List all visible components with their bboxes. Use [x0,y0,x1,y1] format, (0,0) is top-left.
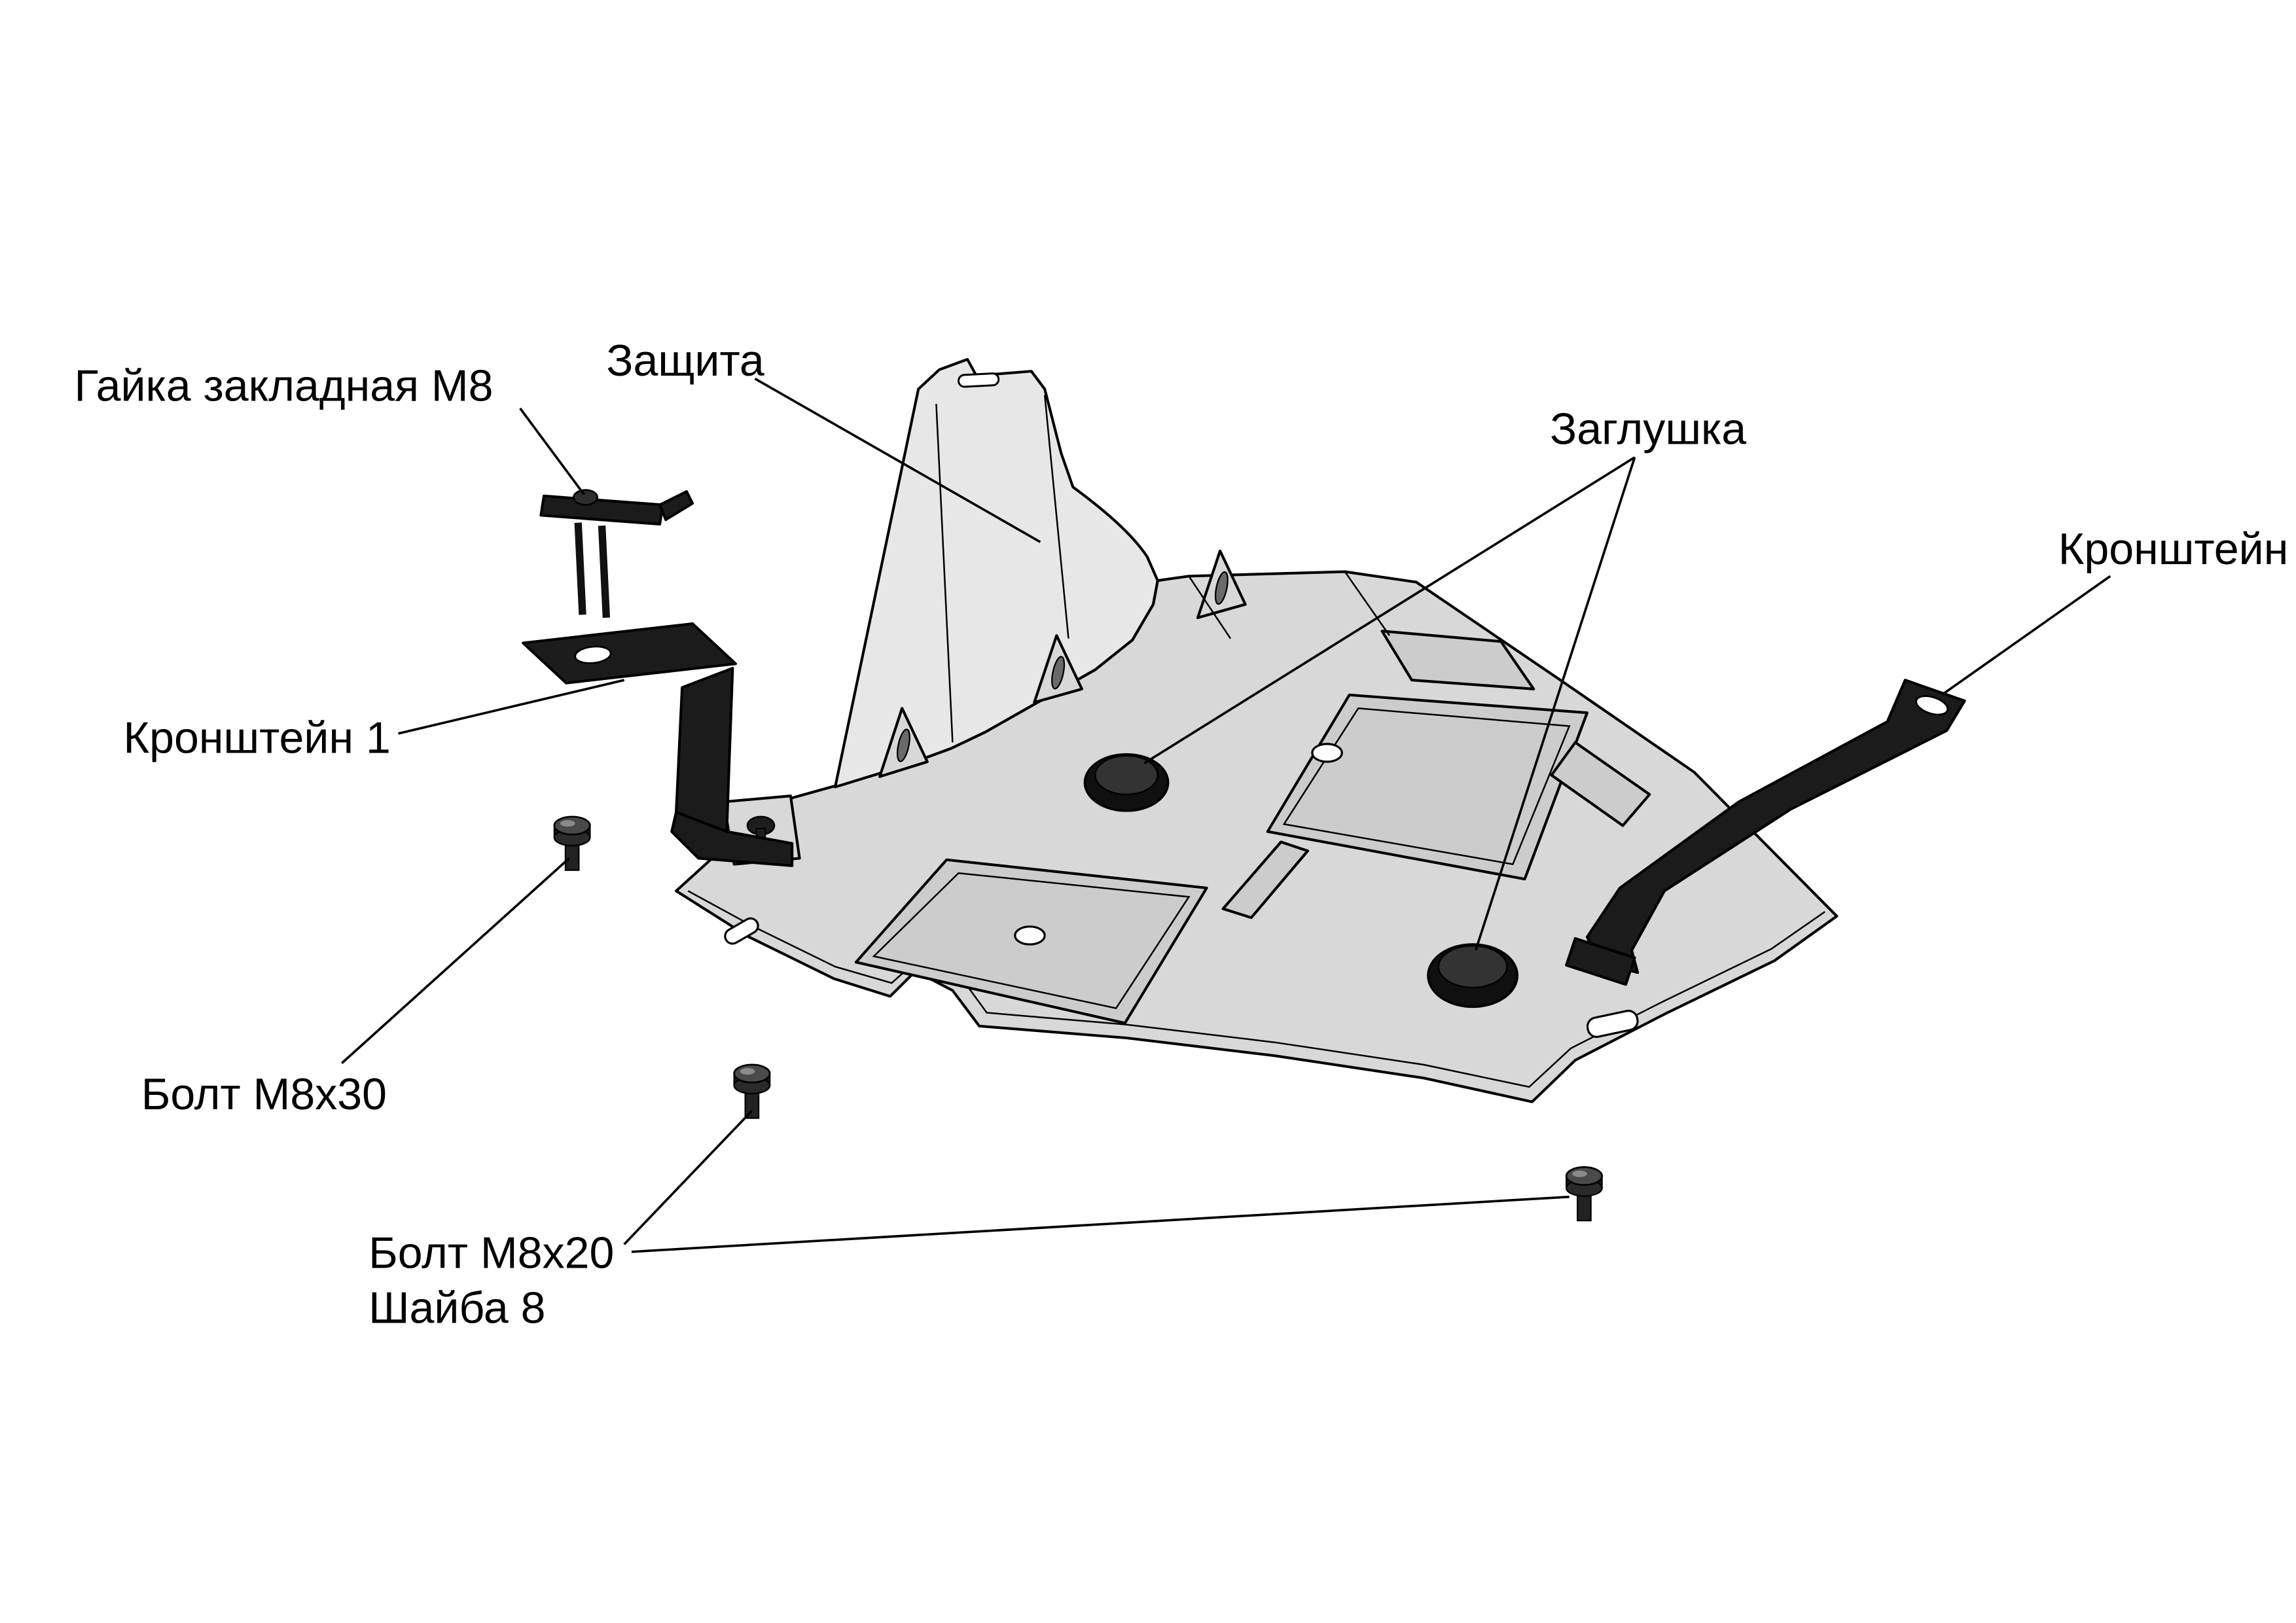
gusset-tabs [878,549,1247,778]
plate-rib-line [1344,571,1390,636]
label-bracket2: Кронштейн 2 [2058,524,2296,574]
leader-bracket2 [1943,575,2111,695]
guard-face-crease-right [1043,395,1069,639]
label-guard: Защита [606,336,764,385]
label-bolt-m8x30: Болт М8х30 [141,1069,387,1119]
plate-holes [724,743,1639,1038]
leader-plug-left [1143,456,1636,764]
leader-bolt-m8x20-right [631,1195,1570,1253]
leader-embedded-nut [519,407,585,495]
labels: Гайка закладная М8 Защита Заглушка Кронш… [75,336,2296,1333]
leader-plug-right [1474,457,1636,951]
guard-top-slot [958,372,1000,388]
bolt-m8x20-right [1565,1166,1604,1222]
guard-face-crease-left [935,404,954,743]
embedded-nut-m8 [539,489,694,618]
bolt-m8x20-left [733,1063,771,1119]
leader-lines [341,378,2111,1253]
bracket-1 [522,622,794,867]
leader-bolt-m8x30 [341,857,570,1064]
label-bracket1: Кронштейн 1 [123,713,390,762]
plug-left [1083,753,1170,812]
label-plug: Заглушка [1550,404,1746,454]
bracket-2 [1565,679,1966,986]
plug-right [1427,943,1519,1008]
skid-plate [675,358,1839,1103]
leader-guard [754,378,1041,543]
label-embedded-nut: Гайка закладная М8 [75,361,493,411]
leader-bolt-m8x20-left [623,1109,753,1245]
bolt-m8x30 [553,815,591,871]
label-bolt-m8x20: Болт М8х20 [368,1228,614,1278]
leader-bracket1 [398,679,625,735]
label-washer8: Шайба 8 [368,1283,545,1333]
plate-rib-line2 [1188,575,1232,639]
plate-surface [675,570,1839,1103]
